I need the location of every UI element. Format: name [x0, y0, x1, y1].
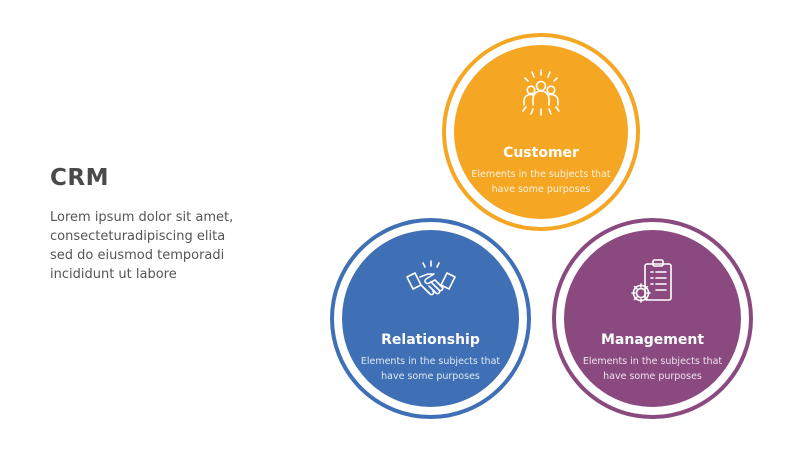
management-subtext: Elements in the subjects that have some …: [564, 354, 741, 384]
page-title: CRM: [50, 165, 109, 191]
customer-subtext: Elements in the subjects that have some …: [454, 167, 628, 197]
management-label: Management: [600, 332, 705, 348]
relationship-circle: Relationship Elements in the subjects th…: [330, 218, 531, 419]
relationship-subtext-line: have some purposes: [381, 371, 480, 382]
description: Lorem ipsum dolor sit amet, consectetura…: [50, 208, 280, 284]
description-line: sed do eiusmod temporadi: [50, 248, 225, 263]
clipboard-gear-icon: [625, 255, 681, 311]
management-subtext-line: have some purposes: [603, 371, 702, 382]
relationship-subtext-line: Elements in the subjects that: [360, 356, 501, 367]
customer-subtext-line: Elements in the subjects that: [471, 169, 611, 180]
people-group-icon: [513, 67, 569, 123]
description-line: incididunt ut labore: [50, 267, 177, 282]
management-circle: Management Elements in the subjects that…: [552, 218, 753, 419]
customer-label: Customer: [503, 145, 579, 161]
description-line: Lorem ipsum dolor sit amet,: [50, 210, 234, 225]
management-subtext-line: Elements in the subjects that: [582, 356, 723, 367]
customer-subtext-line: have some purposes: [491, 184, 591, 195]
handshake-icon: [403, 255, 459, 311]
customer-circle: Customer Elements in the subjects that h…: [442, 33, 640, 231]
customer-disc: Customer Elements in the subjects that h…: [454, 45, 628, 219]
relationship-subtext: Elements in the subjects that have some …: [342, 354, 519, 384]
management-disc: Management Elements in the subjects that…: [564, 230, 741, 407]
relationship-disc: Relationship Elements in the subjects th…: [342, 230, 519, 407]
relationship-label: Relationship: [381, 332, 480, 348]
description-line: consecteturadipiscing elita: [50, 229, 226, 244]
